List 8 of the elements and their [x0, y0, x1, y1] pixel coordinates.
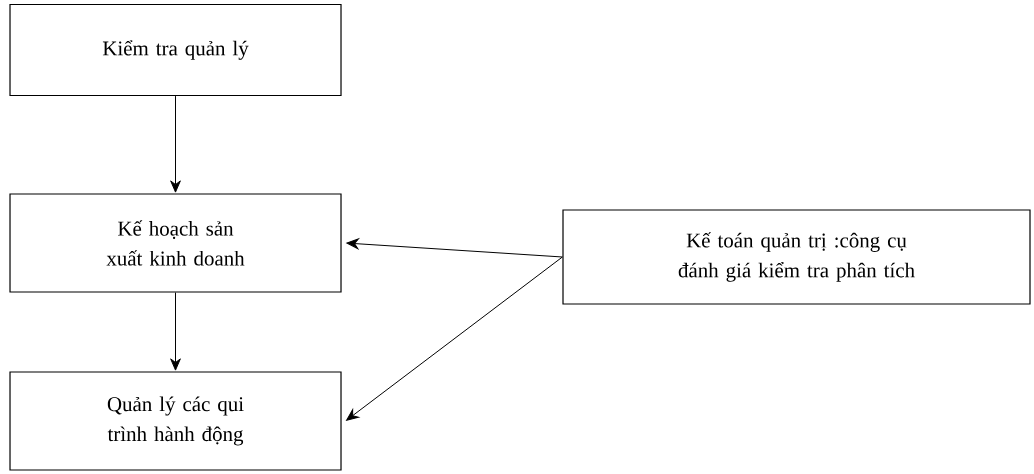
arrow [346, 256, 563, 421]
arrow [170, 95, 181, 193]
process-box: Kiểm tra quản lý [9, 3, 342, 97]
process-box: Quản lý các qui trình hành động [9, 371, 342, 471]
process-box: Kế hoạch sản xuất kinh doanh [9, 193, 342, 293]
process-box: Kế toán quản trị :công cụ đánh giá kiểm tra phân tích [562, 209, 1031, 305]
arrow [170, 292, 181, 371]
arrow [346, 238, 563, 258]
